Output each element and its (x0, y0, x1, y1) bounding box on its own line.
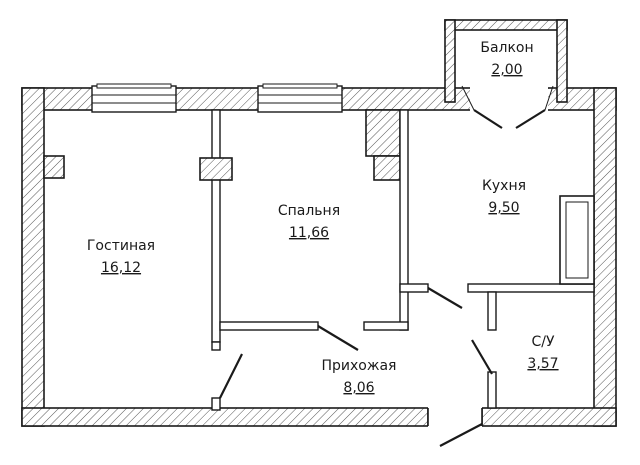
living-door (211, 341, 243, 411)
room-name-living: Гостиная (87, 238, 155, 254)
room-area-bedroom: 11,66 (289, 225, 329, 241)
kitchen-bottom-wall (399, 283, 595, 309)
room-name-balcony: Балкон (480, 40, 533, 56)
partition-living-bedroom (199, 109, 233, 343)
outer-walls (21, 87, 617, 427)
room-area-living: 16,12 (101, 260, 141, 276)
partition-bedroom-kitchen (365, 109, 409, 331)
kitchen-niche (559, 195, 595, 285)
room-name-kitchen: Кухня (482, 178, 526, 194)
bathroom-walls (471, 291, 497, 409)
pilaster-living (43, 155, 65, 179)
room-area-hallway: 8,06 (343, 380, 374, 396)
bedroom-bottom-wall (219, 321, 409, 351)
balcony (444, 19, 568, 129)
room-area-bathroom: 3,57 (527, 356, 558, 372)
entrance-door (427, 404, 483, 447)
room-area-kitchen: 9,50 (488, 200, 519, 216)
room-name-hallway: Прихожая (322, 358, 397, 374)
window-bedroom (257, 83, 343, 113)
window-living (91, 83, 177, 113)
room-name-bathroom: С/У (531, 334, 554, 350)
room-area-balcony: 2,00 (491, 62, 522, 78)
room-name-bedroom: Спальня (278, 203, 340, 219)
